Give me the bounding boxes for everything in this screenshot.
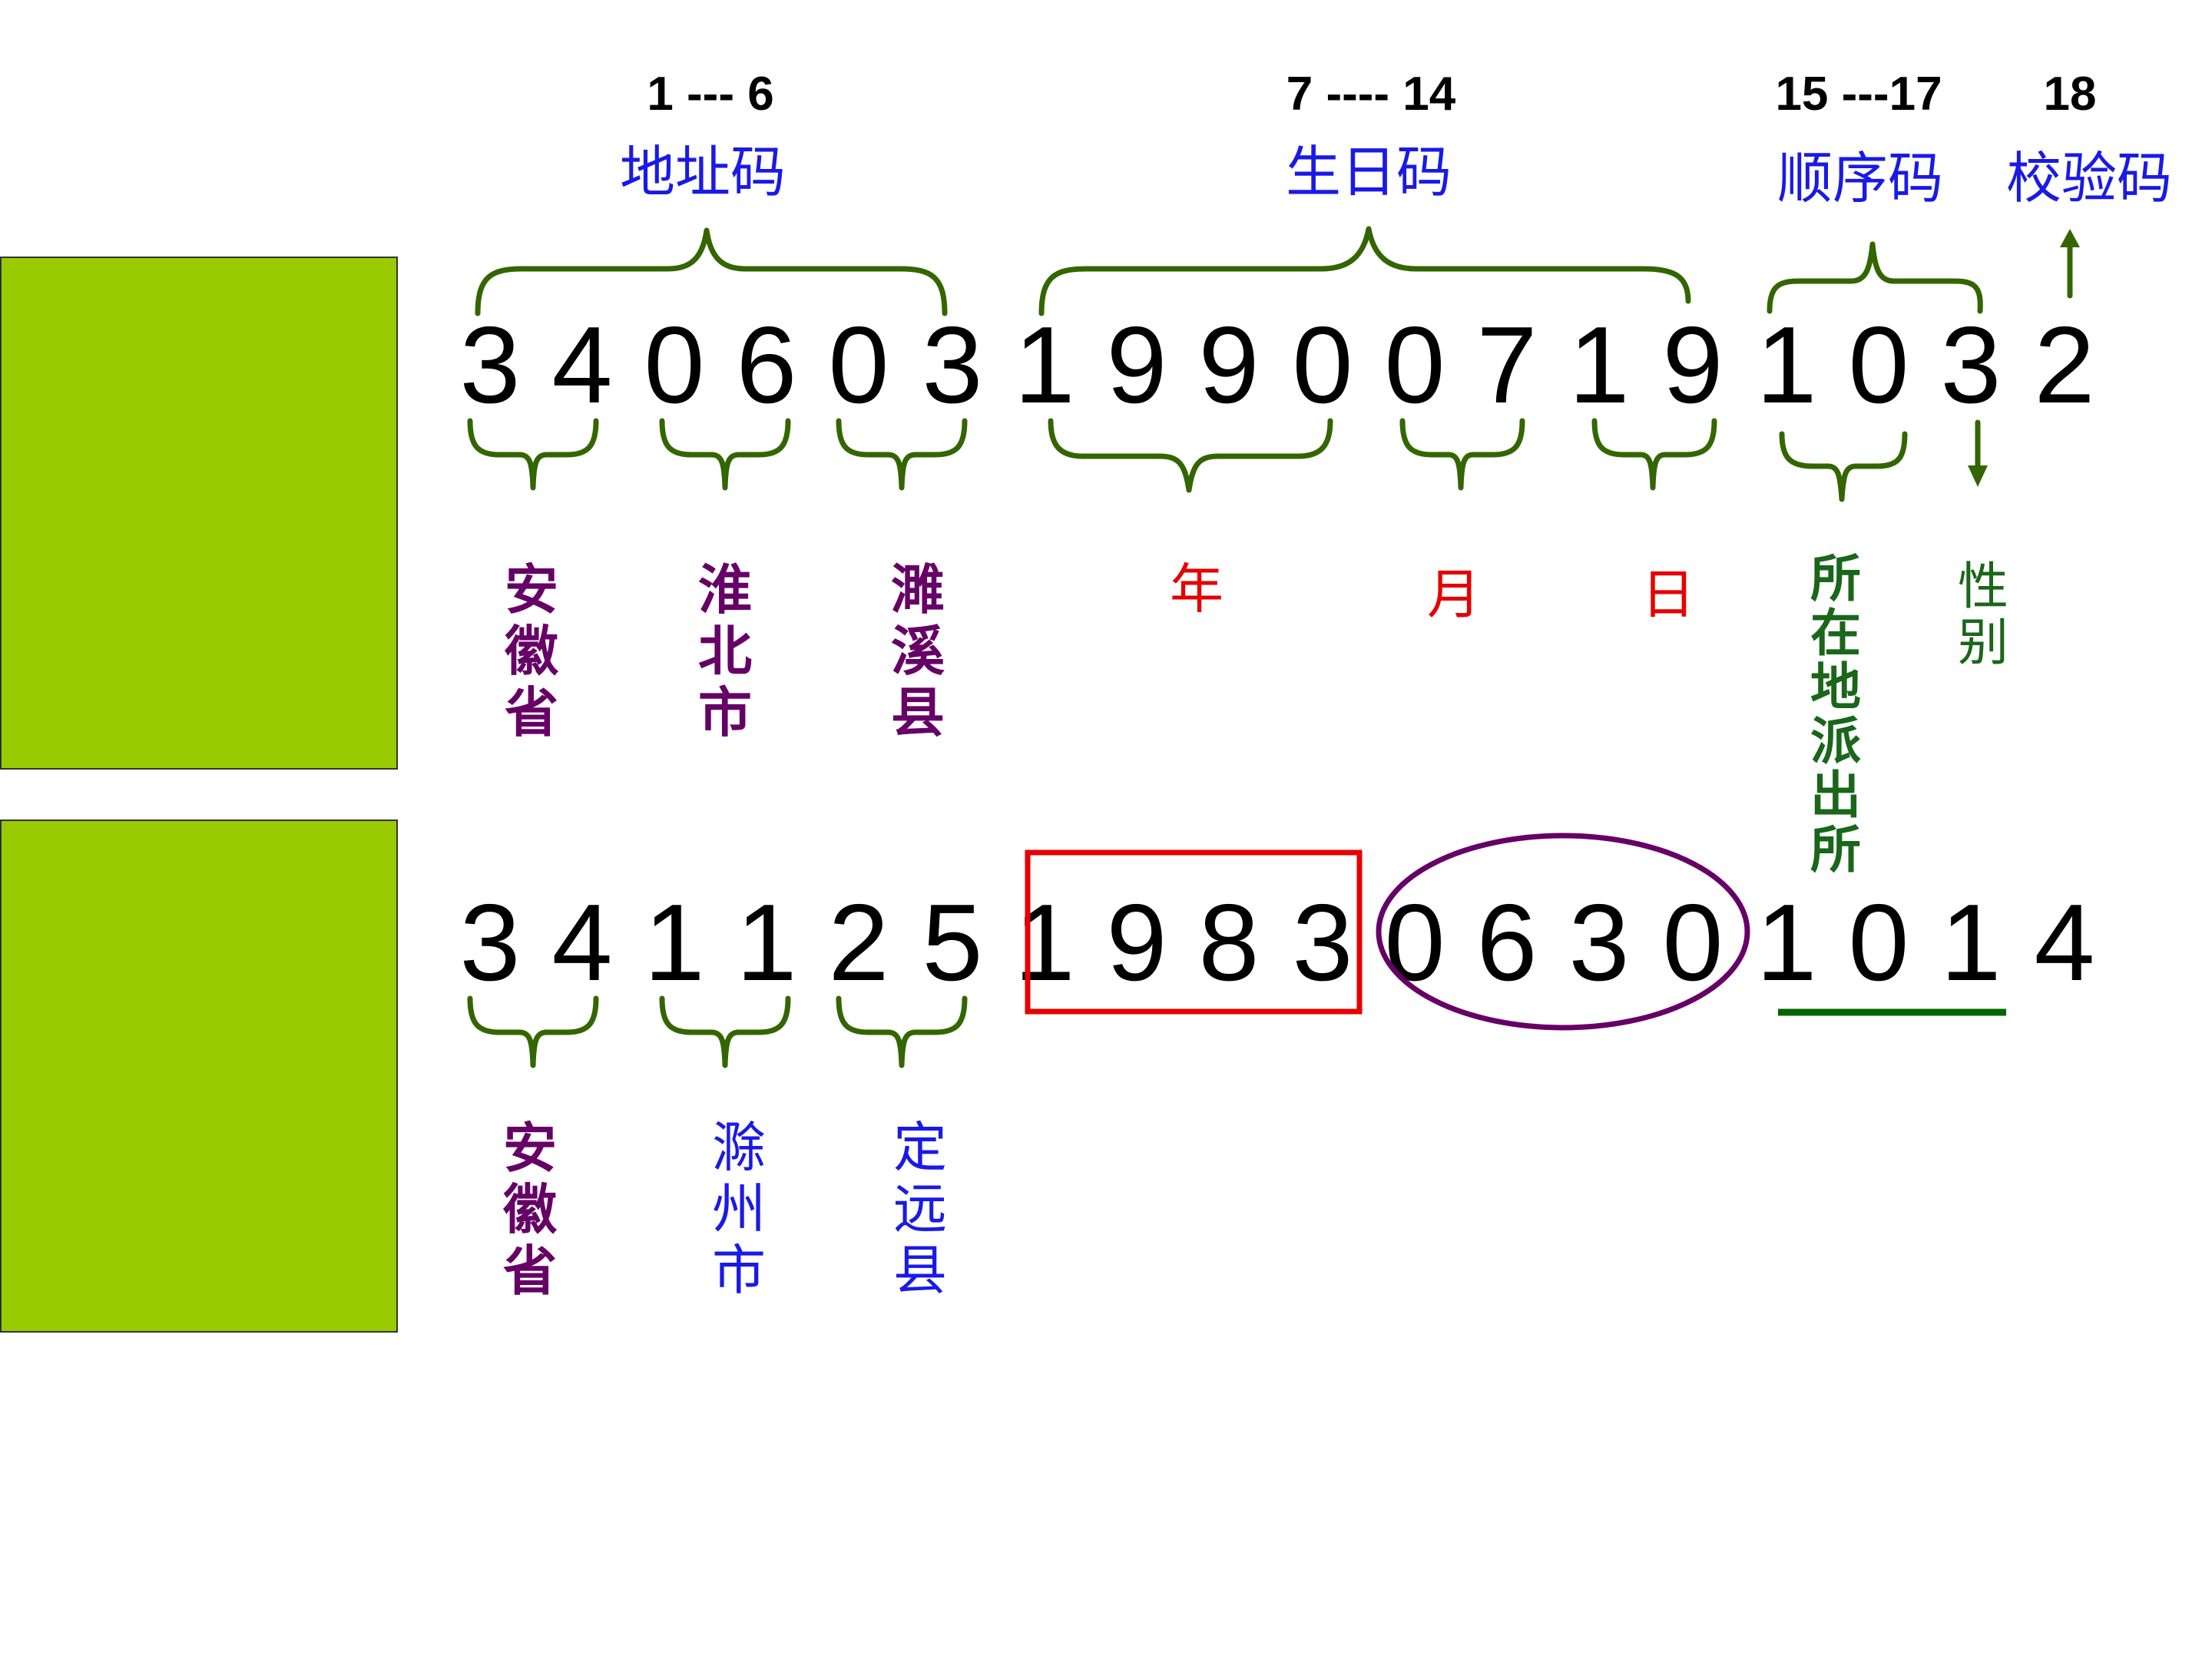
highlight-birth-date-ellipse <box>1376 833 1750 1031</box>
label-anhui-province-2: 安徽省 <box>503 1116 557 1303</box>
row1-digit-18: 2 <box>2034 304 2095 426</box>
label-day: 日 <box>1641 563 1695 626</box>
row2-digit-8: 9 <box>1106 882 1167 1004</box>
row2-digit-16: 0 <box>1848 882 1909 1004</box>
range-address: 1 --- 6 <box>647 68 774 121</box>
row2-digit-11: 0 <box>1384 882 1445 1004</box>
row2-digit-14: 0 <box>1662 882 1724 1004</box>
brace-city-1 <box>659 418 791 491</box>
brace-address-top <box>475 227 948 316</box>
segment-address-code: 地址码 <box>619 140 786 204</box>
row1-digit-13: 1 <box>1568 304 1630 426</box>
brace-sequence-bottom <box>1779 431 1908 502</box>
row2-digit-15: 1 <box>1756 882 1817 1004</box>
range-birthday: 7 ---- 14 <box>1286 68 1456 121</box>
row1-digit-3: 0 <box>644 304 705 426</box>
row2-digit-6: 5 <box>922 882 983 1004</box>
brace-birthday-top <box>1038 226 1691 316</box>
row1-digit-8: 9 <box>1106 304 1167 426</box>
row2-digit-17: 1 <box>1940 882 2002 1004</box>
segment-sequence-code: 顺序码 <box>1777 146 1944 210</box>
highlight-birth-year-box <box>1025 849 1363 1015</box>
row2-digit-13: 3 <box>1568 882 1630 1004</box>
row2-digit-4: 1 <box>736 882 797 1004</box>
label-dingyuan-county: 定远县 <box>893 1116 947 1302</box>
row2-digit-2: 4 <box>551 882 613 1004</box>
label-gender: 性别 <box>1958 557 2008 672</box>
label-chuzhou-city: 滁州市 <box>712 1116 766 1302</box>
row1-digit-9: 9 <box>1198 304 1260 426</box>
arrow-gender-down-head <box>1968 465 1988 487</box>
label-suixi-county: 濉溪县 <box>891 558 945 744</box>
segment-check-code: 校验码 <box>2005 146 2173 210</box>
row2-digit-5: 2 <box>828 882 889 1004</box>
row1-digit-15: 1 <box>1756 304 1817 426</box>
segment-birthday-code: 生日码 <box>1285 140 1452 204</box>
row2-digit-9: 8 <box>1198 882 1260 1004</box>
row1-digit-4: 6 <box>736 304 797 426</box>
row1-digit-2: 4 <box>551 304 613 426</box>
row1-digit-1: 3 <box>459 304 521 426</box>
label-year: 年 <box>1170 558 1224 621</box>
row1-digit-12: 7 <box>1476 304 1538 426</box>
row1-digit-14: 9 <box>1662 304 1724 426</box>
row1-digit-17: 3 <box>1940 304 2002 426</box>
label-anhui-province-1: 安徽省 <box>505 558 558 744</box>
row1-digit-6: 3 <box>922 304 983 426</box>
brace-sequence-top <box>1767 241 1983 314</box>
label-huaibei-city: 淮北市 <box>698 558 752 744</box>
range-check: 18 <box>2043 68 2097 121</box>
row2-digit-12: 6 <box>1476 882 1538 1004</box>
brace-city-2 <box>659 995 791 1068</box>
brace-county-2 <box>836 995 968 1068</box>
row2-digit-18: 4 <box>2034 882 2095 1004</box>
row2-digit-10: 3 <box>1292 882 1353 1004</box>
brace-province-1 <box>467 418 599 491</box>
brace-day <box>1591 418 1717 491</box>
row2-digit-3: 1 <box>644 882 705 1004</box>
row1-digit-10: 0 <box>1292 304 1353 426</box>
green-box-top <box>0 257 398 770</box>
green-box-bottom <box>0 820 398 1333</box>
brace-month <box>1399 418 1525 491</box>
row2-digit-1: 3 <box>459 882 521 1004</box>
arrow-check-up-head <box>2060 229 2080 247</box>
row1-digit-11: 0 <box>1384 304 1445 426</box>
range-sequence: 15 ---17 <box>1775 68 1942 121</box>
brace-county-1 <box>836 418 968 491</box>
brace-province-2 <box>467 995 599 1068</box>
row1-digit-7: 1 <box>1014 304 1075 426</box>
row1-digit-16: 0 <box>1848 304 1909 426</box>
row1-digit-5: 0 <box>828 304 889 426</box>
row2-digit-7: 1 <box>1014 882 1075 1004</box>
label-local-police-station: 所在地派出所 <box>1810 548 1861 880</box>
brace-year <box>1048 418 1333 493</box>
label-month: 月 <box>1427 563 1481 626</box>
